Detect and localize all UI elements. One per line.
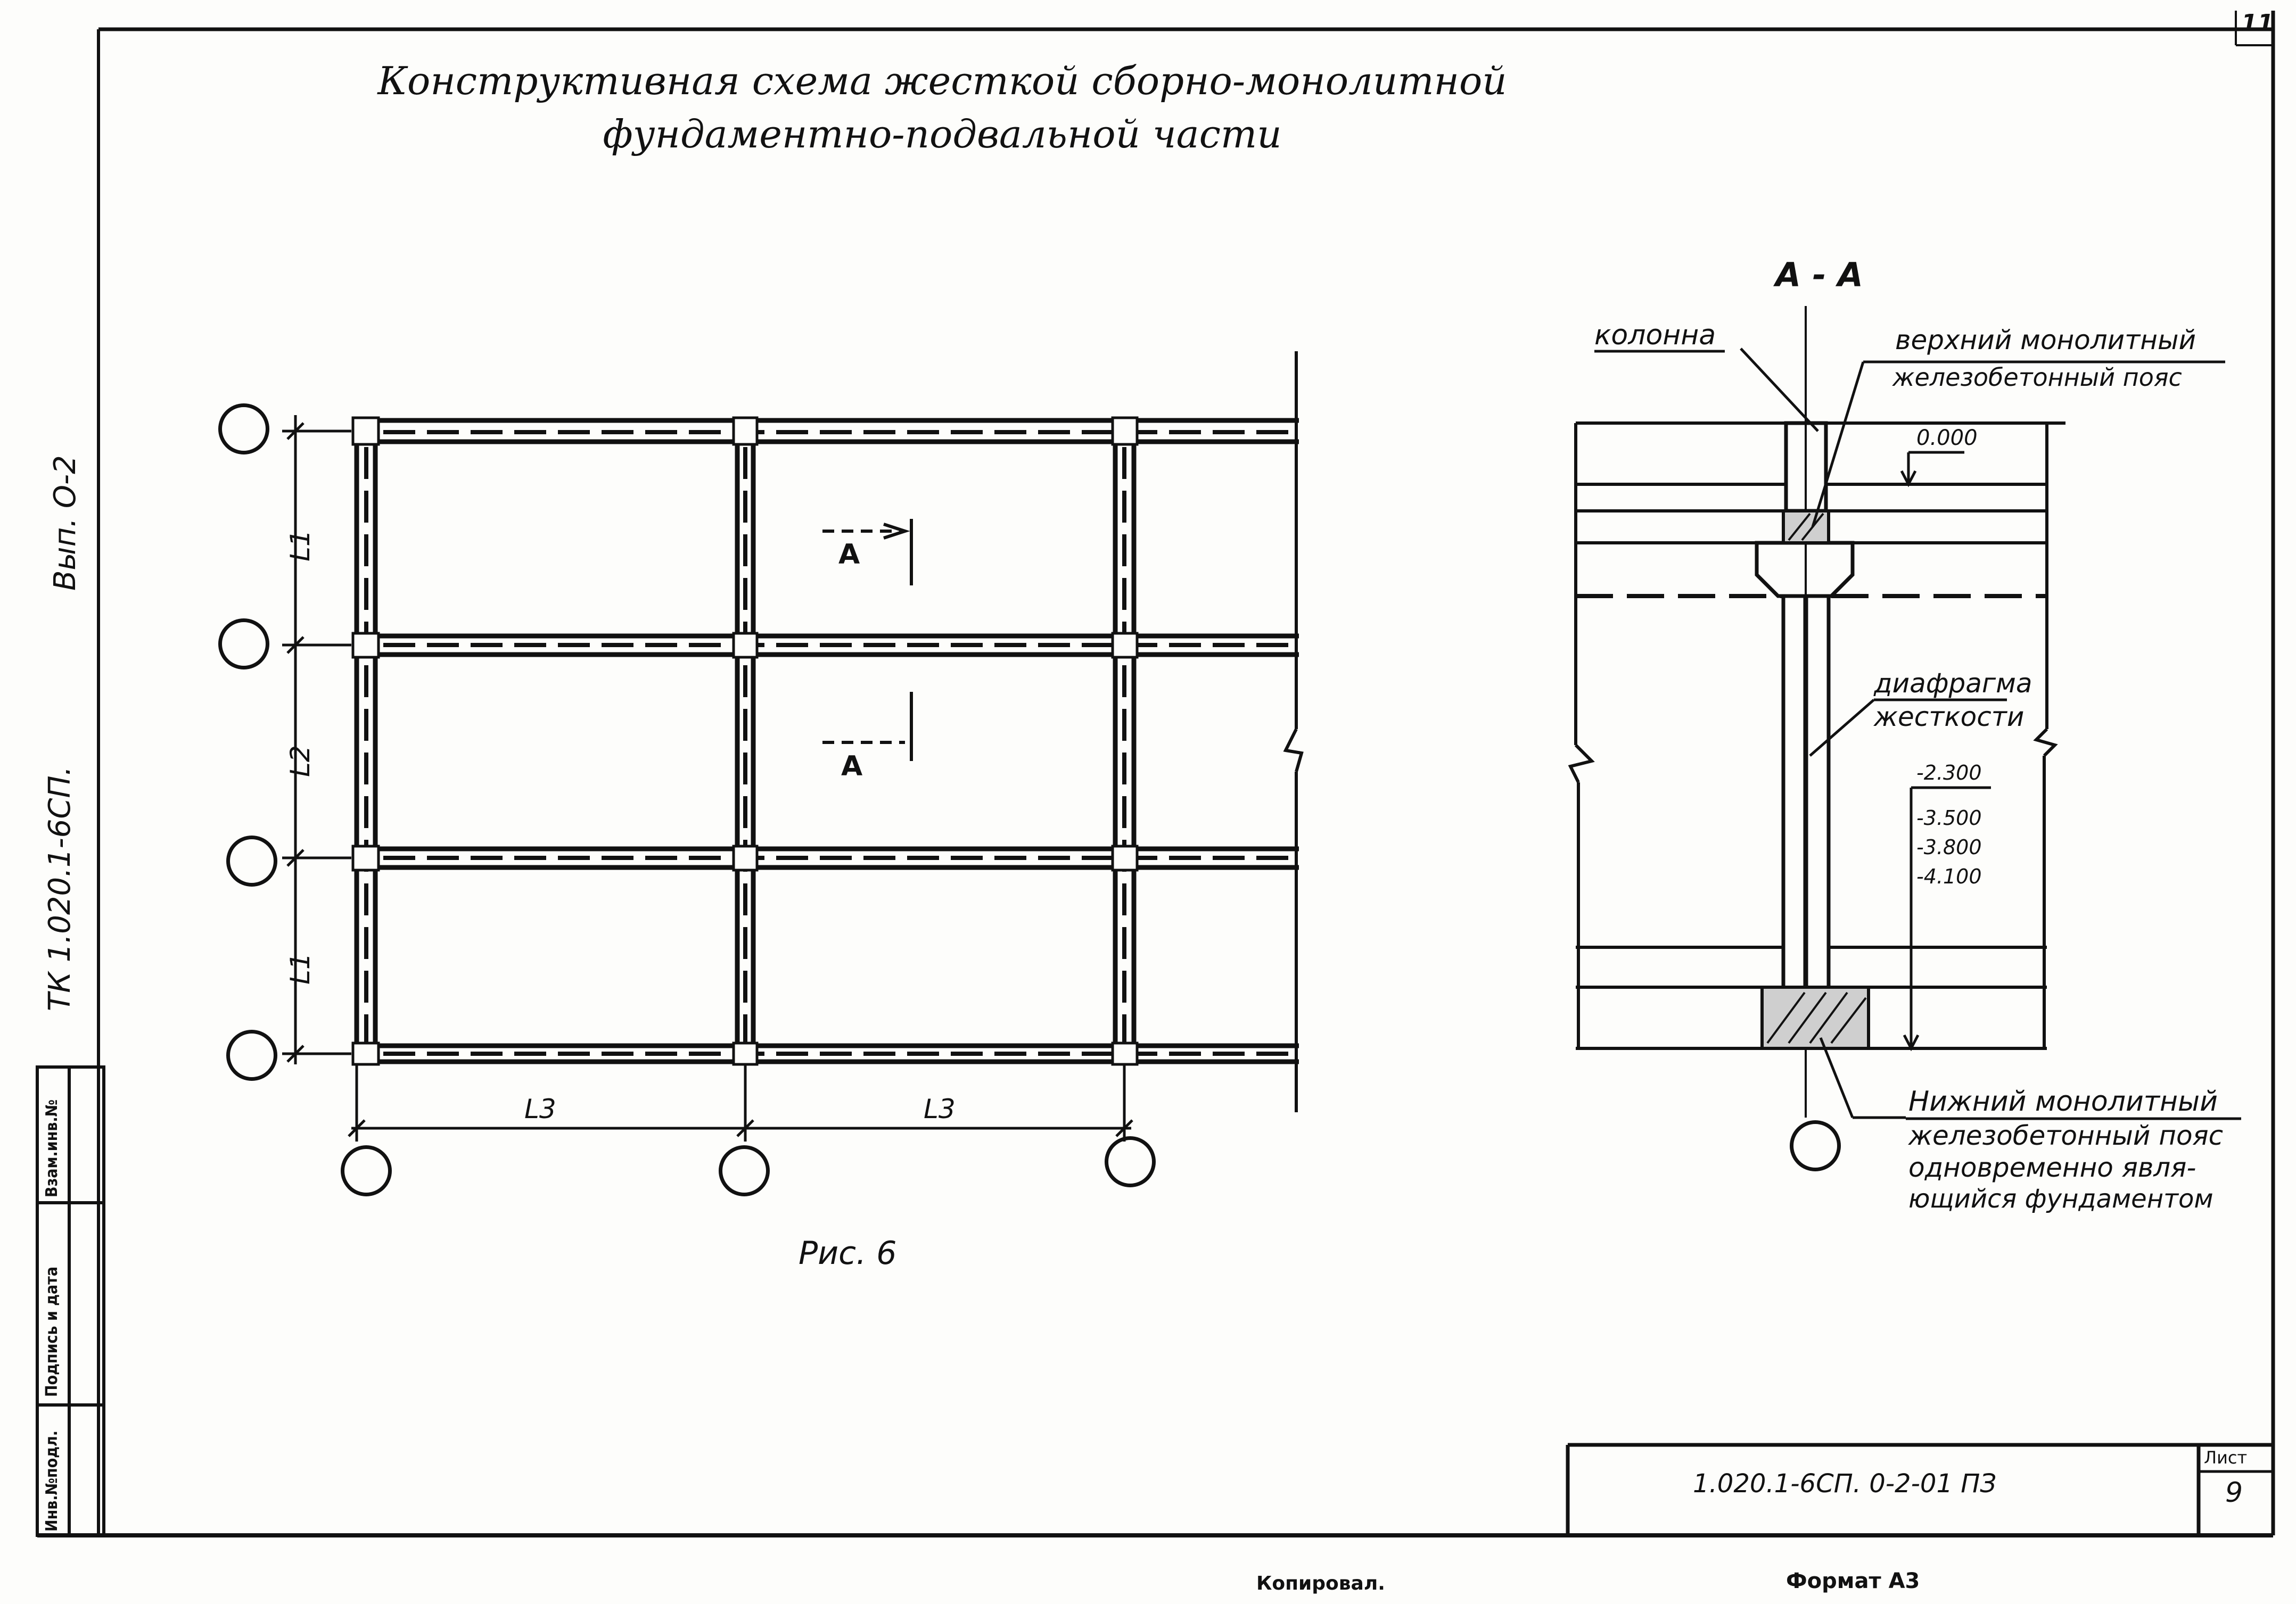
drawing-title-line2: фундаментно-подвальной части bbox=[603, 112, 1282, 156]
stamp-cell-signature-date: Подпись и дата bbox=[43, 1266, 61, 1397]
zero-level-mark: 0.000 bbox=[1916, 426, 1978, 450]
level-mark-1: -2.300 bbox=[1916, 761, 1982, 784]
dim-label-row-2: L2 bbox=[285, 745, 316, 777]
stamp-cell-inv-original: Инв.№подл. bbox=[43, 1430, 61, 1532]
lower-belt-label-line4: ющийся фундаментом bbox=[1908, 1184, 2213, 1214]
corner-sheet-number: 11 bbox=[2241, 10, 2274, 37]
section-cut-letter-2: A bbox=[841, 750, 863, 782]
plan-dimension-lines bbox=[282, 415, 1133, 1142]
upper-belt-label-line2: железобетонный пояс bbox=[1892, 363, 2182, 392]
document-code: 1.020.1-6СП. 0-2-01 ПЗ bbox=[1693, 1469, 1997, 1499]
lower-belt-label-line2: железобетонный пояс bbox=[1908, 1120, 2224, 1151]
axis-circle-row-1 bbox=[218, 403, 269, 454]
drawing-title-line1: Конструктивная схема жесткой сборно-моно… bbox=[377, 59, 1507, 103]
axis-circle-row-3 bbox=[226, 836, 277, 887]
axis-circle-col-2 bbox=[719, 1145, 770, 1196]
lower-belt-label-line3: одновременно явля- bbox=[1908, 1152, 2196, 1183]
dim-label-row-3: L1 bbox=[285, 953, 316, 985]
dim-label-col-1: L3 bbox=[524, 1094, 556, 1125]
dim-label-col-2: L3 bbox=[924, 1094, 956, 1125]
sheet-label: Лист bbox=[2204, 1448, 2248, 1468]
axis-circle-row-2 bbox=[218, 618, 269, 669]
issue-margin-text: Вып. О-2 bbox=[48, 455, 83, 591]
section-title: A - A bbox=[1775, 255, 1863, 294]
axis-circle-row-4 bbox=[226, 1030, 277, 1081]
axis-circle-section bbox=[1790, 1120, 1841, 1171]
level-mark-2: -3.500 bbox=[1916, 806, 1982, 830]
stamp-column-lines bbox=[36, 1065, 105, 1537]
figure-caption: Рис. 6 bbox=[799, 1235, 897, 1272]
section-cut-letter-1: A bbox=[838, 539, 860, 571]
dim-label-row-1: L1 bbox=[285, 530, 316, 561]
level-mark-3: -3.800 bbox=[1916, 836, 1982, 859]
column-label: колонна bbox=[1594, 319, 1716, 351]
title-block-lines bbox=[1566, 1443, 2273, 1535]
axis-circle-col-1 bbox=[341, 1145, 392, 1196]
series-margin-text: ТК 1.020.1-6СП. bbox=[43, 766, 77, 1011]
plan-column-nodes bbox=[351, 416, 1139, 1066]
sheet-number: 9 bbox=[2225, 1477, 2243, 1509]
diaphragm-label-line2: жесткости bbox=[1874, 701, 2025, 732]
stamp-cell-replaced-inv: Взам.инв.№ bbox=[43, 1099, 61, 1197]
lower-belt-label-line1: Нижний монолитный bbox=[1908, 1086, 2218, 1118]
axis-circle-col-3 bbox=[1105, 1136, 1156, 1187]
upper-belt-label-line1: верхний монолитный bbox=[1895, 325, 2196, 355]
plan-beams bbox=[351, 351, 1304, 1112]
sheet-frame bbox=[37, 11, 2275, 1537]
copied-label: Копировал. bbox=[1256, 1573, 1385, 1594]
level-mark-4: -4.100 bbox=[1916, 865, 1982, 888]
format-label: Формат А3 bbox=[1786, 1569, 1920, 1593]
section-cut-marks bbox=[822, 519, 913, 761]
section-a-a bbox=[1568, 306, 2241, 1120]
diaphragm-label-line1: диафрагма bbox=[1874, 668, 2032, 699]
